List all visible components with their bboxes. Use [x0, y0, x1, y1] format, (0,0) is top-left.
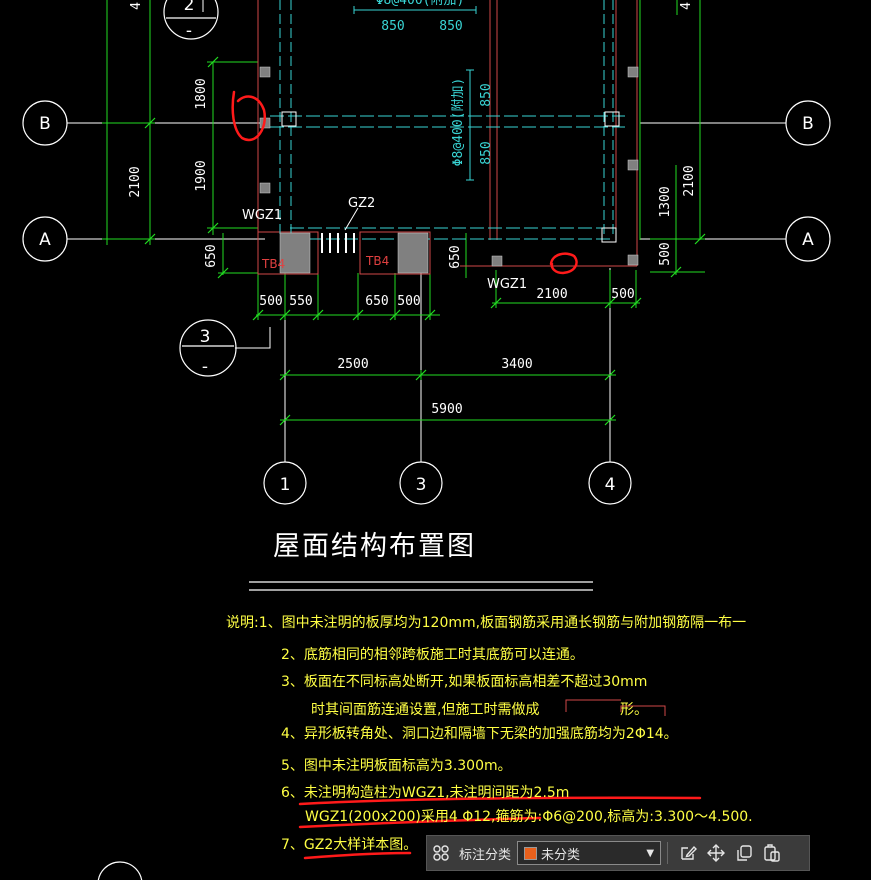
category-color-swatch	[524, 846, 538, 860]
note-7: 7、GZ2大样详本图。	[281, 837, 417, 853]
axis-4: 4	[605, 475, 616, 495]
step-symbol	[565, 699, 666, 716]
dim-v-850-top: 850	[479, 83, 494, 106]
note-6-detail: WGZ1(200x200)采用4 Φ12,箍筋为:Φ6@200,标高为:3.30…	[305, 808, 753, 825]
axis-3-bubble	[399, 461, 443, 505]
dim-bottom-550: 550	[289, 294, 312, 309]
dim-top-850-right: 850	[439, 19, 462, 34]
note-3: 3、板面在不同标高处断开,如果板面标高相差不超过30mm	[281, 673, 647, 690]
dim-bottom-500-c: 500	[611, 287, 634, 302]
label-gz2: GZ2	[348, 196, 375, 211]
markup-loop	[549, 252, 578, 275]
dim-bottom-500-a: 500	[259, 294, 282, 309]
axis-a-left-bubble	[22, 216, 68, 262]
dimension-lines	[102, 0, 705, 421]
wall-lines	[257, 0, 638, 275]
dimension-ticks	[144, 56, 706, 426]
component-labels: WGZ1 GZ2 TB4 TB4 WGZ1	[242, 196, 527, 292]
note-5: 5、图中未注明板面标高为3.300m。	[281, 757, 512, 774]
dim-mid-650: 650	[448, 245, 463, 268]
red-markup	[231, 90, 702, 860]
markup-underline-3	[303, 851, 412, 860]
category-selected-value: 未分类	[541, 847, 581, 863]
edit-icon[interactable]	[674, 839, 702, 867]
axis-lines	[67, 0, 786, 462]
dim-v-850-bottom: 850	[479, 141, 494, 164]
axis-b-right-bubble	[785, 100, 831, 146]
drawing-title: 屋面结构布置图	[273, 531, 476, 562]
note-6: 6、未注明构造柱为WGZ1,未注明间距为2.5m	[281, 785, 569, 801]
dim-bottom-500-b: 500	[397, 294, 420, 309]
label-wgz1-bottom: WGZ1	[487, 277, 527, 292]
axis-b-left-bubble	[22, 100, 68, 146]
dim-left-650: 650	[204, 244, 219, 267]
dim-2500: 2500	[337, 357, 368, 372]
axis-a-left: A	[39, 230, 51, 250]
note-3-cont: 时其间面筋连通设置,但施工时需做成	[311, 701, 539, 718]
label-wgz1-left: WGZ1	[242, 208, 282, 223]
axis-b-right: B	[802, 114, 814, 134]
copy-icon[interactable]	[730, 839, 758, 867]
toolbar-divider	[667, 842, 669, 864]
chevron-down-icon: ▼	[646, 847, 655, 859]
annotation-toolbar: 标注分类 未分类 ▼	[426, 835, 810, 871]
dim-left-1800: 1800	[194, 78, 209, 109]
axis-4-bubble	[588, 461, 632, 505]
dim-top-850-left: 850	[381, 19, 404, 34]
axis-1: 1	[280, 475, 291, 495]
v-rebar-spec: Φ8@400(附加)	[451, 78, 466, 167]
label-tb4-right: TB4	[365, 254, 389, 268]
note-2: 2、底筋相同的相邻跨板施工时其底筋可以连通。	[281, 646, 584, 663]
dim-right-2100: 2100	[682, 165, 697, 196]
markup-underline-2	[298, 816, 542, 829]
gz2-column	[321, 233, 355, 253]
axis-b-left: B	[39, 114, 51, 134]
grid-icon[interactable]	[427, 839, 455, 867]
note-3-tail: 形。	[620, 702, 648, 718]
top-rebar-spec: Φ8@400(附加)	[376, 0, 465, 8]
column-outlines	[281, 111, 620, 243]
detail-2-number: 2	[184, 0, 195, 15]
title-underlines	[249, 581, 593, 591]
notes: 说明:1、图中未注明的板厚均为120mm,板面钢筋采用通长钢筋与附加钢筋隔一布一…	[226, 614, 753, 853]
axis-1-bubble	[263, 461, 307, 505]
dim-3400: 3400	[501, 357, 532, 372]
markup-underline-1	[298, 796, 702, 806]
dim-left-2100: 2100	[128, 166, 143, 197]
axis-labels: B B A A 1 3 4 3 - 2 -	[39, 0, 814, 495]
move-icon[interactable]	[702, 839, 730, 867]
note-1: 说明:1、图中未注明的板厚均为120mm,板面钢筋采用通长钢筋与附加钢筋隔一布一	[226, 614, 746, 631]
axis-a-right: A	[802, 230, 814, 250]
dim-bottom-2100: 2100	[536, 287, 567, 302]
axis-3: 3	[416, 475, 427, 495]
dim-left-1900: 1900	[194, 160, 209, 191]
columns	[259, 66, 639, 274]
paste-icon[interactable]	[758, 839, 786, 867]
dim-right-500: 500	[658, 242, 673, 265]
dim-top-edge-right: 4	[679, 2, 694, 10]
dim-bottom-650: 650	[365, 294, 388, 309]
detail-3-sheet: -	[202, 357, 208, 377]
markup-b-scribble	[231, 90, 267, 142]
dim-right-1300: 1300	[658, 186, 673, 217]
detail-2-bubble	[163, 0, 219, 40]
detail-3-number: 3	[200, 327, 211, 347]
axis-a-right-bubble	[785, 216, 831, 262]
detail-2-sheet: -	[186, 21, 192, 41]
rebar-dim-text: 850 850 Φ8@400(附加) 850 850 Φ8@400(附加)	[376, 0, 494, 166]
detail-3-bubble	[179, 319, 237, 377]
category-select[interactable]: 未分类 ▼	[517, 841, 662, 865]
label-tb4-left: TB4	[261, 257, 285, 271]
dimension-text: 2100 1800 1900 650 1300 2100 500 650 4 4…	[128, 2, 697, 417]
note-4: 4、异形板转角处、洞口边和隔墙下无梁的加强底筋均为2Φ14。	[281, 725, 678, 742]
annotation-category-label: 标注分类	[459, 847, 512, 863]
axis-bubbles	[22, 0, 831, 880]
rebar-lines	[270, 0, 625, 240]
dim-5900: 5900	[431, 402, 462, 417]
dim-top-edge-left: 4	[129, 2, 144, 10]
